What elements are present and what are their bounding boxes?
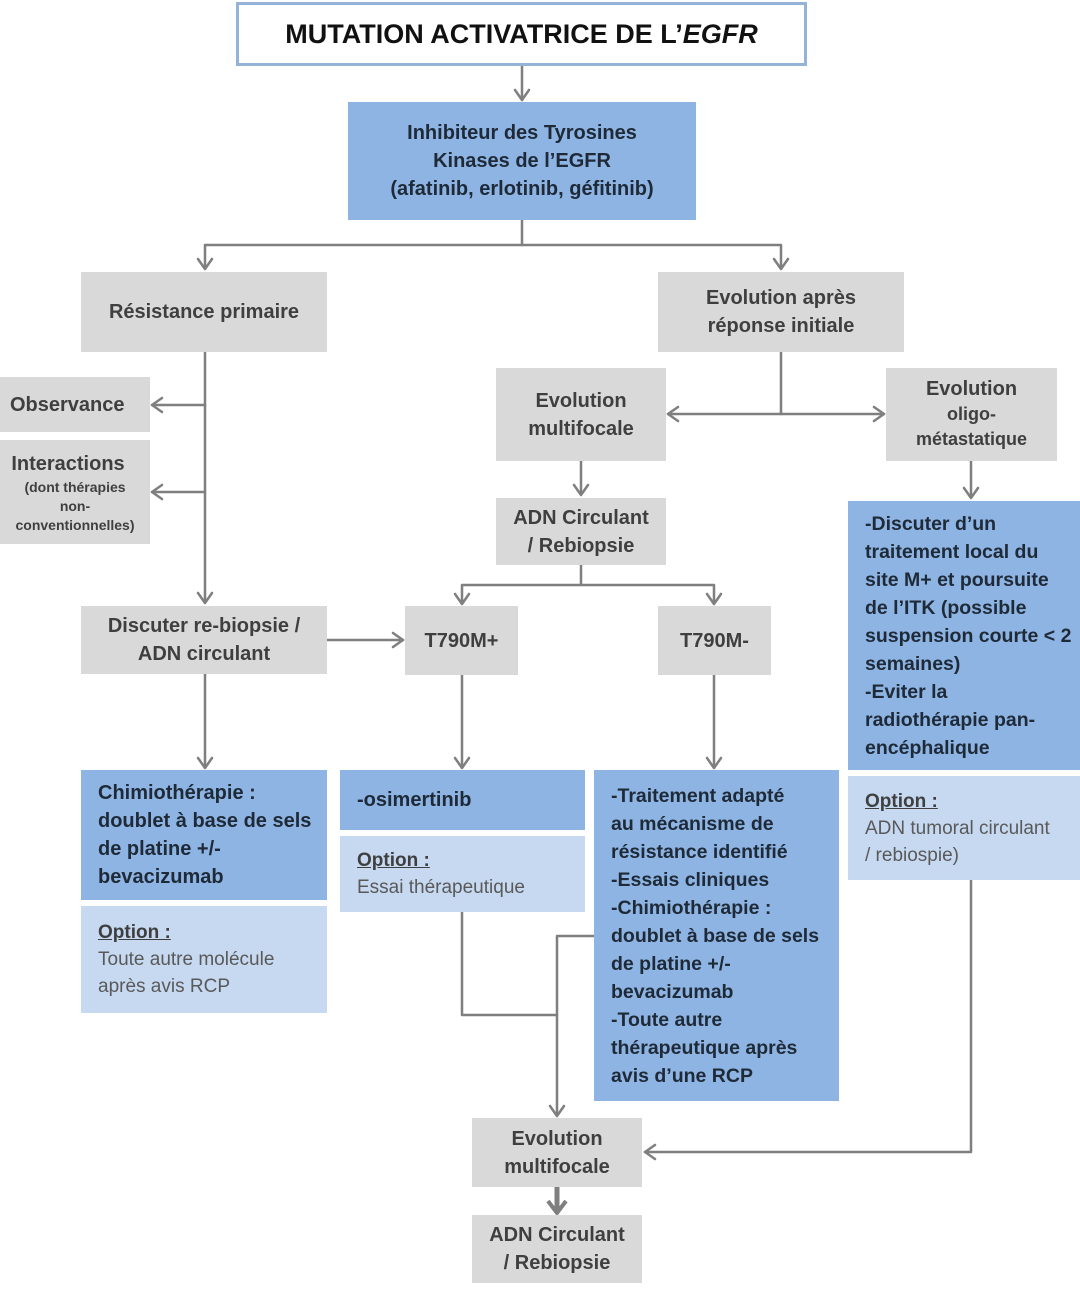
oligo-treatment-line-4: de l’ITK (possible — [865, 596, 1027, 619]
adn-circulant-bottom-line-2: / Rebiopsie — [503, 1252, 611, 1274]
evolution-oligo-line-2: oligo- — [947, 404, 996, 424]
oligo-treatment-line-6: semaines) — [865, 652, 961, 675]
oligo-option-line-1: ADN tumoral circulant — [865, 817, 1050, 839]
interactions-label: Interactions — [11, 452, 125, 475]
main-title: MUTATION ACTIVATRICE DE L’EGFR — [236, 2, 807, 66]
chimio-option-line-2: après avis RCP — [98, 976, 230, 997]
adn-circulant-bottom-box: ADN Circulant / Rebiopsie — [472, 1215, 642, 1283]
t790m-minus-treatment-line-4: -Essais cliniques — [611, 868, 770, 891]
chimio-line-3: de platine +/- — [98, 838, 221, 860]
oligo-option-heading: Option : — [865, 790, 938, 812]
osimertinib-option-line-1: Essai thérapeutique — [357, 877, 525, 898]
t790m-minus-treatment-line-9: -Toute autre — [611, 1008, 723, 1031]
chimio-box: Chimiothérapie : doublet à base de sels … — [81, 770, 327, 900]
evolution-oligo-line-1: Evolution — [925, 378, 1018, 400]
itk-line-3: (afatinib, erlotinib, géfitinib) — [390, 178, 654, 200]
chimio-line-4: bevacizumab — [98, 866, 224, 888]
t790m-minus-treatment-line-5: -Chimiothérapie : — [611, 896, 772, 919]
osimertinib-option-box: Option : Essai thérapeutique — [340, 836, 585, 912]
t790m-minus-treatment-line-1: -Traitement adapté — [611, 784, 785, 807]
interactions-sub-2: non- — [59, 497, 91, 514]
resistance-primaire-box: Résistance primaire — [81, 272, 327, 352]
discuter-rebiopsie-line-1: Discuter re-biopsie / — [107, 615, 301, 637]
chimio-option-line-1: Toute autre molécule — [98, 949, 275, 970]
oligo-treatment-line-1: -Discuter d’un — [865, 512, 997, 535]
t790m-plus-box: T790M+ — [405, 606, 518, 675]
resistance-primaire-label: Résistance primaire — [108, 301, 300, 323]
t790m-minus-treatment-line-2: au mécanisme de — [611, 812, 774, 835]
adn-circulant-box: ADN Circulant / Rebiopsie — [496, 498, 666, 565]
t790m-minus-treatment-line-10: thérapeutique après — [611, 1036, 798, 1059]
oligo-treatment-line-9: encéphalique — [865, 736, 990, 759]
chimio-option-heading: Option : — [98, 922, 171, 943]
oligo-treatment-line-2: traitement local du — [865, 540, 1039, 563]
chimio-line-2: doublet à base de sels — [98, 810, 312, 832]
itk-line-2: Kinases de l’EGFR — [433, 150, 611, 172]
evolution-oligo-box: Evolution oligo- métastatique — [886, 368, 1057, 461]
t790m-minus-treatment-line-7: de platine +/- — [611, 952, 731, 975]
evolution-multifocale-bottom-line-2: multifocale — [504, 1155, 610, 1178]
t790m-minus-treatment-line-11: avis d’une RCP — [611, 1064, 753, 1087]
t790m-minus-box: T790M- — [658, 606, 771, 675]
chimio-line-1: Chimiothérapie : — [98, 782, 256, 804]
t790m-minus-treatment-box: -Traitement adapté au mécanisme de résis… — [594, 770, 839, 1101]
itk-line-1: Inhibiteur des Tyrosines — [407, 122, 637, 144]
evolution-apres-line-1: Evolution après — [705, 287, 857, 309]
interactions-box: Interactions (dont thérapies non- conven… — [0, 440, 150, 544]
t790m-minus-label: T790M- — [680, 629, 749, 652]
evolution-multifocale-bottom-box: Evolution multifocale — [472, 1118, 642, 1187]
evolution-multifocale-line-2: multifocale — [528, 417, 634, 440]
adn-circulant-line-1: ADN Circulant — [513, 506, 649, 529]
interactions-sub-1: (dont thérapies — [24, 478, 126, 495]
t790m-minus-treatment-line-8: bevacizumab — [611, 980, 734, 1003]
t790m-minus-treatment-line-3: résistance identifié — [611, 840, 788, 863]
discuter-rebiopsie-box: Discuter re-biopsie / ADN circulant — [81, 606, 327, 674]
observance-box: Observance — [0, 377, 150, 432]
oligo-treatment-line-5: suspension courte < 2 — [865, 624, 1072, 647]
oligo-treatment-line-3: site M+ et poursuite — [865, 568, 1049, 591]
evolution-multifocale-line-1: Evolution — [535, 389, 627, 412]
discuter-rebiopsie-line-2: ADN circulant — [137, 643, 271, 665]
evolution-apres-line-2: réponse initiale — [707, 315, 855, 337]
oligo-option-line-2: / rebiospie) — [865, 844, 959, 866]
chimio-option-box: Option : Toute autre molécule après avis… — [81, 906, 327, 1013]
t790m-minus-treatment-line-6: doublet à base de sels — [611, 924, 820, 947]
title-text: MUTATION ACTIVATRICE DE L’ — [285, 19, 683, 49]
oligo-treatment-box: -Discuter d’un traitement local du site … — [848, 501, 1080, 770]
t790m-plus-label: T790M+ — [424, 629, 499, 652]
evolution-multifocale-box: Evolution multifocale — [496, 368, 666, 461]
osimertinib-label: -osimertinib — [357, 789, 472, 811]
title-gene: EGFR — [682, 19, 758, 49]
adn-circulant-line-2: / Rebiopsie — [527, 534, 635, 557]
interactions-sub-3: conventionnelles) — [15, 516, 135, 533]
observance-label: Observance — [10, 393, 125, 416]
oligo-treatment-line-8: radiothérapie pan- — [865, 708, 1036, 731]
evolution-multifocale-bottom-line-1: Evolution — [511, 1127, 603, 1150]
itk-box: Inhibiteur des Tyrosines Kinases de l’EG… — [348, 102, 696, 220]
evolution-oligo-line-3: métastatique — [915, 429, 1028, 449]
adn-circulant-bottom-line-1: ADN Circulant — [489, 1224, 625, 1246]
oligo-option-box: Option : ADN tumoral circulant / rebiosp… — [848, 776, 1080, 880]
osimertinib-box: -osimertinib — [340, 770, 585, 830]
evolution-apres-box: Evolution après réponse initiale — [658, 272, 904, 352]
osimertinib-option-heading: Option : — [357, 850, 430, 871]
oligo-treatment-line-7: -Eviter la — [865, 680, 948, 703]
